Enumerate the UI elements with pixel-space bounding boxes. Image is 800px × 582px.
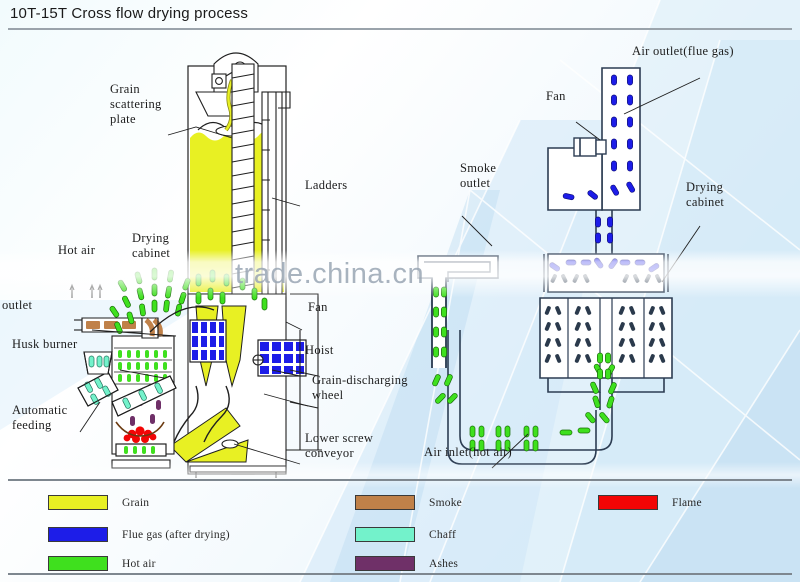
label-grain-scattering-plate: Grain scattering plate bbox=[110, 82, 162, 126]
legend: Grain Flue gas (after drying) Hot air Sm… bbox=[0, 481, 800, 573]
process-diagram bbox=[0, 30, 800, 478]
legend-swatch-smoke bbox=[355, 495, 415, 510]
legend-label-flame: Flame bbox=[672, 496, 702, 509]
label-ladders: Ladders bbox=[305, 178, 348, 192]
legend-swatch-chaff bbox=[355, 527, 415, 542]
page-title: 10T-15T Cross flow drying process bbox=[10, 5, 249, 22]
legend-label-chaff: Chaff bbox=[429, 528, 456, 541]
legend-swatch-ashes bbox=[355, 556, 415, 571]
label-husk-burner: Husk burner bbox=[12, 337, 78, 351]
legend-swatch-hot-air bbox=[48, 556, 108, 571]
legend-label-flue-gas: Flue gas (after drying) bbox=[122, 528, 230, 541]
label-fan-right: Fan bbox=[546, 89, 566, 103]
label-drying-cabinet-left: Drying cabinet bbox=[132, 231, 171, 260]
label-drying-cabinet-right: Drying cabinet bbox=[686, 180, 725, 209]
legend-swatch-flue-gas bbox=[48, 527, 108, 542]
legend-swatch-flame bbox=[598, 495, 658, 510]
legend-item-grain: Grain bbox=[48, 495, 149, 510]
legend-swatch-grain bbox=[48, 495, 108, 510]
legend-label-hot-air: Hot air bbox=[122, 557, 156, 570]
legend-item-hot-air: Hot air bbox=[48, 556, 156, 571]
legend-label-ashes: Ashes bbox=[429, 557, 459, 570]
label-air-inlet-hot-air: Air inlet(hot air) bbox=[424, 445, 513, 459]
divider-bottom bbox=[8, 573, 792, 575]
legend-item-flame: Flame bbox=[598, 495, 702, 510]
label-smoke-outlet-left: outlet bbox=[2, 298, 33, 312]
label-air-outlet-flue-gas: Air outlet(flue gas) bbox=[632, 44, 734, 58]
legend-item-ashes: Ashes bbox=[355, 556, 458, 571]
legend-label-grain: Grain bbox=[122, 496, 150, 509]
page-header: 10T-15T Cross flow drying process bbox=[0, 0, 800, 30]
label-lower-screw-conveyor: Lower screw conveyor bbox=[305, 431, 374, 460]
legend-item-smoke: Smoke bbox=[355, 495, 462, 510]
label-automatic-feeding: Automatic feeding bbox=[12, 403, 68, 432]
label-grain-discharging-wheel: Grain-discharging wheel bbox=[312, 373, 408, 402]
legend-label-smoke: Smoke bbox=[429, 496, 462, 509]
label-fan-left: Fan bbox=[308, 300, 328, 314]
legend-item-chaff: Chaff bbox=[355, 527, 456, 542]
label-smoke-outlet-right: Smoke outlet bbox=[460, 161, 497, 190]
label-hot-air: Hot air bbox=[58, 243, 96, 257]
legend-item-flue-gas: Flue gas (after drying) bbox=[48, 527, 230, 542]
divider-top bbox=[8, 28, 792, 30]
divider-legend-top bbox=[8, 479, 792, 481]
label-hoist: Hoist bbox=[305, 343, 334, 357]
